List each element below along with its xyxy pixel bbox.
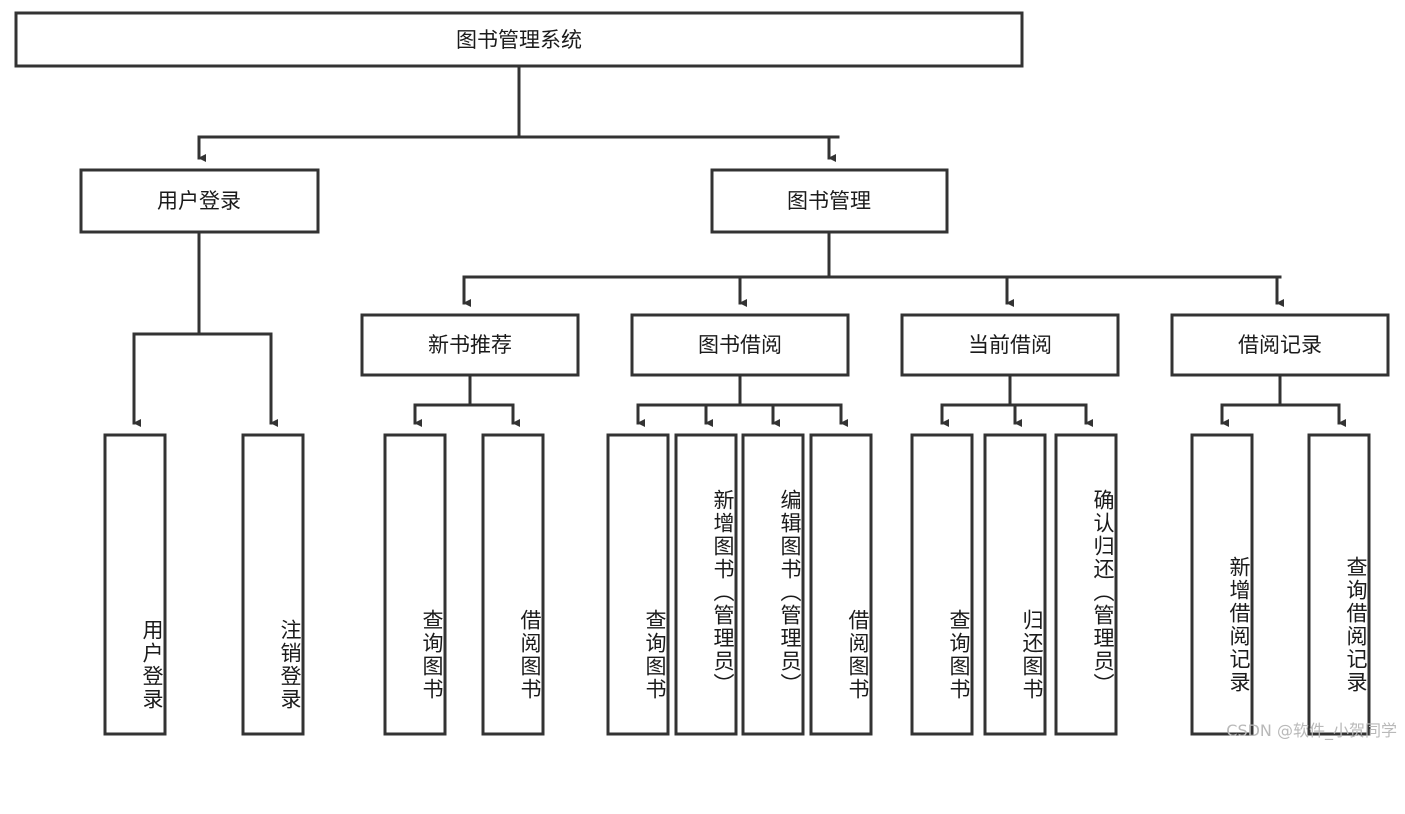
edge-group-current-borrow bbox=[940, 373, 1093, 427]
node-label-root: 图书管理系统 bbox=[456, 28, 582, 52]
node-box-root[interactable] bbox=[14, 11, 1024, 68]
node-box-leaf-borrow-book-1[interactable] bbox=[481, 433, 545, 736]
node-label-book-manage: 图书管理 bbox=[787, 189, 871, 213]
node-box-leaf-confirm-return[interactable] bbox=[1054, 433, 1118, 736]
node-box-borrow-record[interactable] bbox=[1170, 313, 1390, 377]
node-box-leaf-query-book-1[interactable] bbox=[383, 433, 447, 736]
node-box-new-book-recommend[interactable] bbox=[360, 313, 580, 377]
node-box-leaf-user-login[interactable] bbox=[103, 433, 167, 736]
node-box-current-borrow[interactable] bbox=[900, 313, 1120, 377]
node-label-current-borrow: 当前借阅 bbox=[968, 333, 1052, 357]
node-label-borrow-record: 借阅记录 bbox=[1238, 333, 1322, 357]
edge-group-borrow-record bbox=[1220, 373, 1346, 427]
node-label-book-borrow: 图书借阅 bbox=[698, 333, 782, 357]
node-box-leaf-logout[interactable] bbox=[241, 433, 305, 736]
watermark-text: CSDN @软件_小贺同学 bbox=[1226, 721, 1397, 740]
edge-group-user-login bbox=[132, 230, 278, 427]
node-box-leaf-borrow-book-2[interactable] bbox=[809, 433, 873, 736]
edge-group-new-book-recommend bbox=[413, 373, 520, 427]
diagram-canvas: 图书管理系统 用户登录 图书管理 新书推荐 图书借阅 当前借阅 借阅记录 用户登… bbox=[14, 11, 1397, 740]
node-box-user-login[interactable] bbox=[79, 168, 320, 234]
node-box-leaf-add-record[interactable] bbox=[1190, 433, 1254, 736]
node-box-book-manage[interactable] bbox=[710, 168, 949, 234]
edge-group-book-manage bbox=[462, 230, 1284, 307]
node-box-book-borrow[interactable] bbox=[630, 313, 850, 377]
node-box-leaf-return-book[interactable] bbox=[983, 433, 1047, 736]
diagram-svg: 图书管理系统 用户登录 图书管理 新书推荐 图书借阅 当前借阅 借阅记录 bbox=[14, 11, 1390, 736]
edge-group-book-borrow bbox=[636, 373, 848, 427]
node-box-leaf-query-book-2[interactable] bbox=[606, 433, 670, 736]
edge-group-root bbox=[197, 64, 840, 162]
node-box-leaf-edit-book[interactable] bbox=[741, 433, 805, 736]
node-label-user-login: 用户登录 bbox=[157, 189, 241, 213]
node-box-leaf-query-book-3[interactable] bbox=[910, 433, 974, 736]
node-box-leaf-query-record[interactable] bbox=[1307, 433, 1371, 736]
node-label-new-book-recommend: 新书推荐 bbox=[428, 333, 512, 357]
node-box-leaf-add-book[interactable] bbox=[674, 433, 738, 736]
